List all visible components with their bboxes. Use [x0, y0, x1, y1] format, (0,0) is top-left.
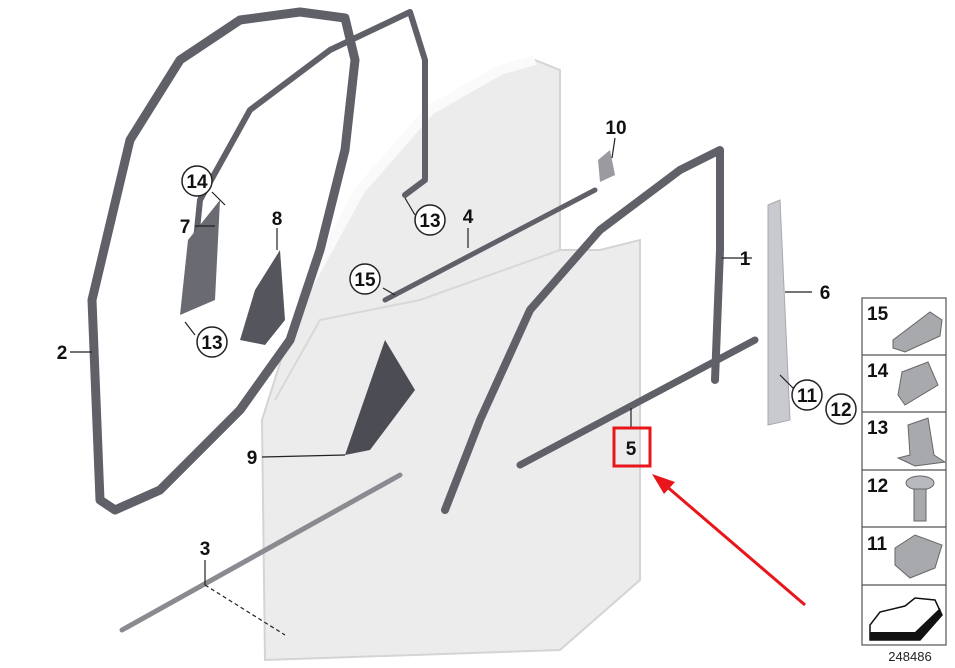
highlight-box	[612, 426, 652, 468]
callout-9: 9	[247, 448, 258, 469]
bracket-10	[598, 150, 615, 182]
trim-part-7	[180, 200, 220, 315]
clip-icon	[897, 361, 939, 406]
callout-1: 1	[740, 249, 751, 270]
callout-15: 15	[354, 270, 376, 291]
leader-lines	[70, 137, 812, 636]
legend-label-11: 11	[867, 534, 888, 555]
door-panel	[260, 55, 641, 662]
legend-label-15: 15	[867, 304, 889, 325]
pillar-trim-6	[767, 199, 791, 426]
legend-label-14: 14	[867, 361, 889, 382]
screw-icon	[905, 475, 935, 522]
frame-seal-1	[441, 146, 724, 514]
clamp-icon	[896, 417, 947, 467]
circled-callouts: 11 12 13 13 14 15	[181, 165, 857, 425]
callout-12: 12	[830, 400, 851, 421]
callout-11: 11	[797, 386, 818, 407]
callout-6: 6	[820, 283, 831, 304]
callout-10: 10	[605, 118, 626, 139]
clip-icon	[892, 311, 943, 353]
callout-7: 7	[180, 217, 191, 238]
callout-4: 4	[463, 207, 474, 228]
door-seal-2	[87, 7, 360, 515]
callout-13b: 13	[201, 333, 222, 354]
diagram-number: 248486	[888, 649, 931, 664]
callout-5: 5	[626, 439, 637, 460]
rocker-strip-3	[119, 472, 403, 633]
callout-14: 14	[186, 172, 208, 193]
callout-8: 8	[272, 209, 283, 230]
callout-3: 3	[200, 539, 211, 560]
callout-13a: 13	[419, 211, 440, 232]
nut-icon	[894, 534, 943, 579]
legend-label-12: 12	[867, 476, 888, 497]
callout-2: 2	[57, 343, 68, 364]
legend-label-13: 13	[867, 418, 888, 439]
belt-strip-5	[516, 336, 759, 469]
parts-legend	[861, 297, 947, 646]
mirror-base-8	[240, 250, 285, 345]
window-strip-4	[382, 187, 598, 303]
mirror-triangle-9	[345, 340, 415, 455]
red-arrow	[652, 474, 806, 607]
